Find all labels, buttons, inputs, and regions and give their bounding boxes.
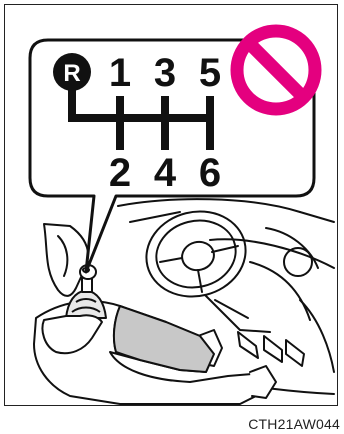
driver-scene: [118, 199, 334, 394]
gear-label-6: 6: [199, 151, 221, 195]
figure-code: CTH21AW044: [248, 416, 340, 432]
prohibition-icon: [237, 31, 315, 109]
gear-label-3: 3: [154, 51, 176, 95]
leg-shading: [114, 306, 214, 372]
gear-label-4: 4: [154, 151, 177, 195]
reverse-gear-label: R: [63, 60, 80, 87]
gear-label-2: 2: [109, 151, 131, 195]
gear-label-5: 5: [199, 51, 221, 95]
gear-label-1: 1: [109, 51, 131, 95]
